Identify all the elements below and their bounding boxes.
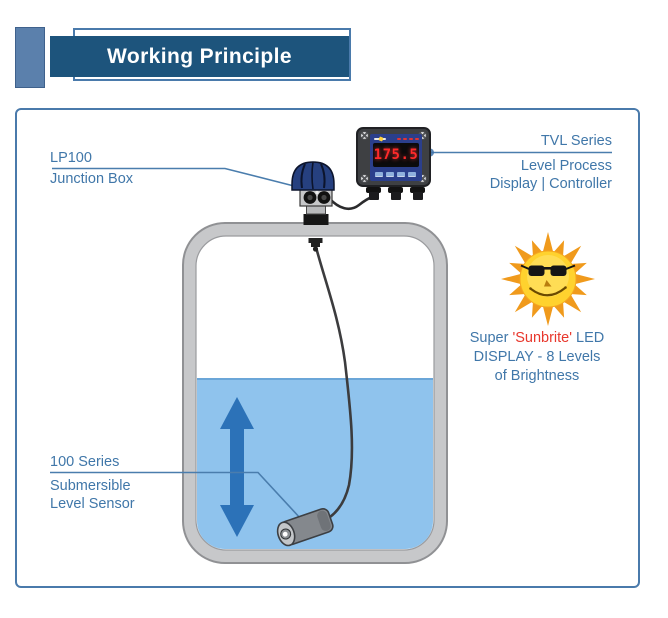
- sunbrite-line3: of Brightness: [494, 368, 580, 384]
- level-range-arrow-icon: [220, 397, 254, 537]
- submersible-sensor: [276, 508, 334, 547]
- sensor-label-line2: Submersible: [50, 478, 131, 494]
- screw-icon: [360, 174, 369, 183]
- sun-icon: [501, 232, 595, 326]
- header-accent-block: [15, 27, 45, 88]
- sunglasses-icon: [520, 264, 576, 276]
- controller-label-line3: Display | Controller: [489, 176, 612, 192]
- sunbrite-line1: Super 'Sunbrite' LED: [469, 330, 605, 346]
- screw-icon: [360, 131, 369, 140]
- sun-nose: [544, 280, 552, 287]
- sensor-callout-line: [50, 471, 302, 520]
- sunbrite-line2: DISPLAY - 8 Levels: [473, 349, 601, 365]
- status-led-row: [397, 138, 419, 140]
- display-reading: 175.5: [373, 147, 419, 163]
- cable-gland: [388, 187, 403, 201]
- junction-box-callout-line: [52, 167, 295, 187]
- sensor-cable: [315, 248, 354, 519]
- controller-label-line2: Level Process: [520, 158, 612, 174]
- sensor-label-line3: Level Sensor: [50, 496, 135, 512]
- page-title: Working Principle: [107, 44, 292, 68]
- title-banner: Working Principle: [50, 36, 349, 77]
- junction-box-label-line1: LP100: [50, 150, 92, 166]
- controller-label-line1: TVL Series: [540, 133, 612, 149]
- sensor-label-line1: 100 Series: [50, 454, 120, 470]
- sunbrite-feature-label: Super 'Sunbrite' LED DISPLAY - 8 Levels …: [448, 329, 626, 386]
- controller-label: TVL Series Level Process Display | Contr…: [412, 132, 612, 193]
- cable-gland: [366, 187, 381, 201]
- brand-logo-mark: [378, 135, 384, 142]
- junction-box: [291, 161, 335, 225]
- sun-smile: [529, 286, 567, 297]
- seven-segment-display: 175.5: [373, 143, 419, 167]
- cable-gland: [410, 187, 425, 201]
- sunbrite-highlight: 'Sunbrite': [512, 330, 573, 346]
- tank-top-fitting: [308, 238, 323, 252]
- display-faceplate: 175.5: [370, 134, 422, 181]
- junction-box-label-line2: Junction Box: [50, 171, 134, 187]
- level-process-display-controller: 175.5: [356, 127, 431, 200]
- front-panel-buttons[interactable]: [375, 172, 416, 177]
